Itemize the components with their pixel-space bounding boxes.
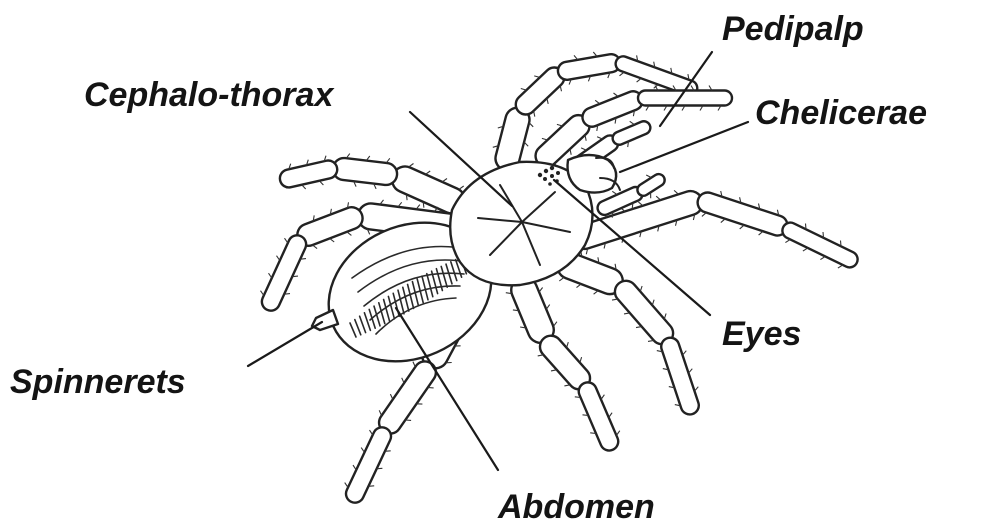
spinnerets-leader [248, 322, 322, 366]
leg-right-2 [554, 249, 702, 417]
pedipalp-label: Pedipalp [722, 10, 864, 48]
spinnerets-label: Spinnerets [10, 363, 186, 401]
abdomen-label: Abdomen [497, 488, 655, 526]
chelicerae-shape [568, 155, 621, 193]
leg-right-3 [506, 273, 621, 453]
eyes-label: Eyes [722, 315, 801, 353]
cephalothorax-label: Cephalo-thorax [84, 76, 335, 114]
chelicerae-label: Chelicerae [755, 94, 927, 132]
